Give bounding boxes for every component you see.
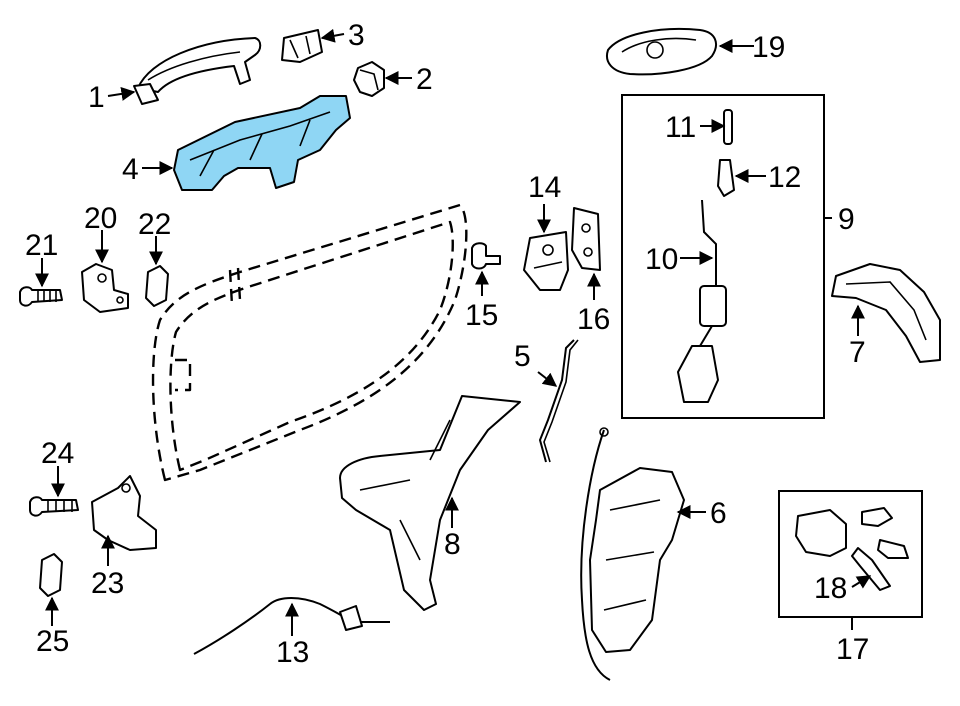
callout-2: 2 [416,63,433,96]
part-11-pin [723,109,733,145]
callout-20: 20 [84,202,117,235]
callout-6: 6 [710,497,727,530]
callout-14: 14 [528,171,561,204]
part-2-cylinder-cap [353,61,385,97]
callout-17: 17 [836,633,869,666]
part-25-nut [39,553,63,597]
part-7-module [831,263,941,363]
callout-18: 18 [814,572,847,605]
callout-25: 25 [36,625,69,658]
part-1-door-handle [133,37,262,105]
callout-3: 3 [348,19,365,52]
callout-8: 8 [444,528,461,561]
part-4-handle-carrier-highlighted [173,95,351,191]
callout-12: 12 [768,161,801,194]
callout-16: 16 [577,303,610,336]
callout-4: 4 [122,153,139,186]
callout-labels: 1 2 3 4 5 6 7 8 9 10 11 12 13 14 15 16 1… [25,19,869,669]
callout-9: 9 [838,203,855,236]
callout-19: 19 [752,31,785,64]
callout-23: 23 [91,567,124,600]
part-24-screw [29,496,79,517]
part-10-cylinder-rod [677,199,727,403]
part-22-nut [145,265,169,307]
part-20-bracket [81,263,129,313]
part-15-bolt [471,242,501,270]
part-5-rod [538,339,579,463]
part-12-clip [717,159,735,197]
part-21-screw [19,286,63,307]
callout-10: 10 [645,243,678,276]
part-19-key-fob [606,27,717,76]
callout-7: 7 [849,336,866,369]
part-6-latch-assembly [580,427,685,681]
part-17-kit-box [778,490,923,618]
callout-22: 22 [138,208,171,241]
part-9-kit-box [621,94,832,419]
part-3-cover [281,29,323,63]
callout-13: 13 [276,636,309,669]
part-23-hinge [91,475,157,551]
part-14-striker [523,231,569,291]
callout-24: 24 [41,437,74,470]
callout-15: 15 [465,299,498,332]
door-outline [151,203,468,482]
callout-11: 11 [665,111,696,144]
leader-arrows [35,28,872,636]
callout-1: 1 [88,81,105,114]
callout-5: 5 [514,340,531,373]
part-13-cable [193,597,390,655]
part-16-shim [571,207,601,271]
part-8-inner-carrier [339,395,521,611]
part-18-key-blade [851,547,891,591]
callout-21: 21 [25,229,58,262]
